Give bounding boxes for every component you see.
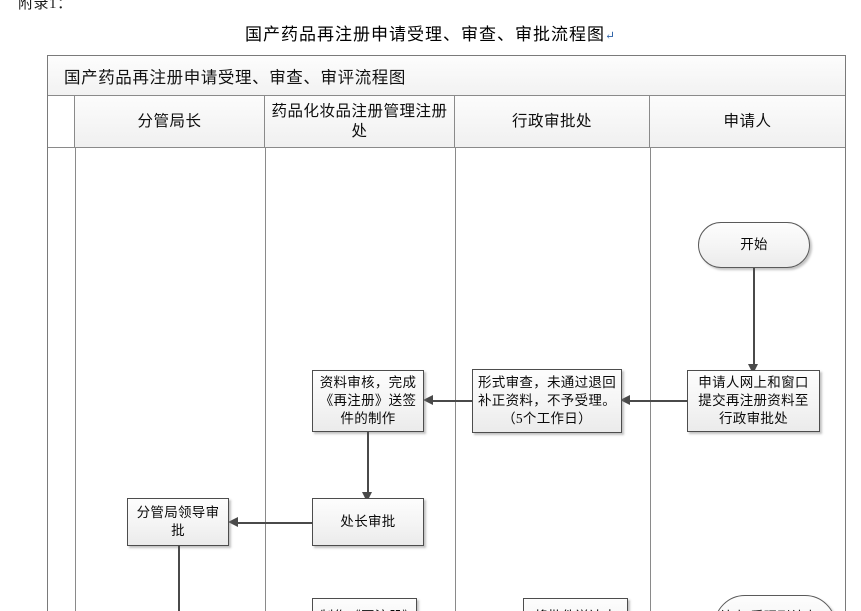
edge-formal-to-material-arrow-icon (423, 395, 433, 405)
edge-start-to-submit-line (753, 268, 755, 366)
lane-divider-1 (265, 148, 266, 611)
node-end[interactable]: 结束(受理到结束，共48个工作日） (714, 595, 836, 611)
table-caption: 国产药品再注册申请受理、审查、审评流程图 (64, 67, 406, 87)
document-prefix-label: 附录1： (18, 0, 73, 12)
node-material-review-label: 资料审核，完成《再注册》送签件的制作 (319, 374, 417, 427)
node-submit-materials[interactable]: 申请人网上和窗口提交再注册资料至行政审批处 (687, 370, 820, 432)
edge-material-to-chief-arrow-icon (362, 492, 372, 502)
node-end-text-part1: 结束(受理到结 (719, 609, 803, 611)
edge-formal-to-material-line (431, 400, 473, 402)
edge-chief-to-bureau-arrow-icon (228, 517, 238, 527)
node-make-approval-document[interactable]: 制作《再注册》批件 (312, 598, 417, 611)
lane-header-zhucechu: 药品化妆品注册管理注册处 (265, 96, 455, 147)
edge-submit-to-formal-line (628, 400, 688, 402)
node-bureau-leader-approval[interactable]: 分管局领导审批 (127, 498, 229, 546)
node-end-label: 结束(受理到结束，共48个工作日） (719, 608, 831, 611)
lane-header-shenqingren: 申请人 (723, 112, 772, 130)
node-formal-review-label: 形式审查，未通过退回补正资料，不予受理。（5个工作日） (478, 374, 616, 427)
lane-header-fenguanjuzhang: 分管局长 (75, 96, 265, 147)
page-title: 国产药品再注册申请受理、审查、审批流程图↵ (0, 20, 861, 45)
node-deliver-to-applicant[interactable]: 将批件送达申请人 (523, 598, 628, 611)
node-deliver-to-applicant-label: 将批件送达申请人 (528, 608, 623, 611)
flowchart-table: 国产药品再注册申请受理、审查、审评流程图 分管局长 药品化妆品注册管理注册处 行… (47, 55, 846, 611)
page-title-text: 国产药品再注册申请受理、审查、审批流程图 (244, 25, 605, 44)
node-start[interactable]: 开始 (698, 222, 810, 268)
lane-divider-2 (455, 148, 456, 611)
node-make-approval-document-label: 制作《再注册》批件 (317, 608, 412, 611)
paragraph-mark-icon: ↵ (604, 28, 617, 43)
node-chief-approval-label: 处长审批 (340, 513, 396, 529)
left-gutter-column (48, 96, 75, 147)
edge-chief-to-bureau-line (236, 522, 313, 524)
edge-submit-to-formal-arrow-icon (620, 395, 630, 405)
lane-divider-3 (650, 148, 651, 611)
edge-start-to-submit-arrow-icon (748, 364, 758, 374)
node-material-review[interactable]: 资料审核，完成《再注册》送签件的制作 (312, 370, 424, 432)
node-bureau-leader-approval-label: 分管局领导审批 (136, 504, 220, 538)
node-start-label: 开始 (740, 236, 768, 252)
edge-bureau-to-make-vline (178, 546, 180, 611)
lane-header-xingzhengshenpichu: 行政审批处 (455, 96, 650, 147)
node-end-text-part2: 束，共 (728, 609, 830, 611)
edge-material-to-chief-line (367, 432, 369, 494)
table-caption-row: 国产药品再注册申请受理、审查、审评流程图 (48, 56, 845, 96)
node-formal-review[interactable]: 形式审查，未通过退回补正资料，不予受理。（5个工作日） (472, 369, 622, 433)
lane-header-row: 分管局长 药品化妆品注册管理注册处 行政审批处 申请人 (48, 96, 845, 148)
lane-divider-gutter (75, 148, 76, 611)
node-chief-approval[interactable]: 处长审批 (312, 498, 424, 546)
flowchart-canvas: 开始 申请人网上和窗口提交再注册资料至行政审批处 形式审查，未通过退回补正资料，… (48, 148, 845, 611)
node-submit-materials-label: 申请人网上和窗口提交再注册资料至行政审批处 (698, 374, 809, 427)
